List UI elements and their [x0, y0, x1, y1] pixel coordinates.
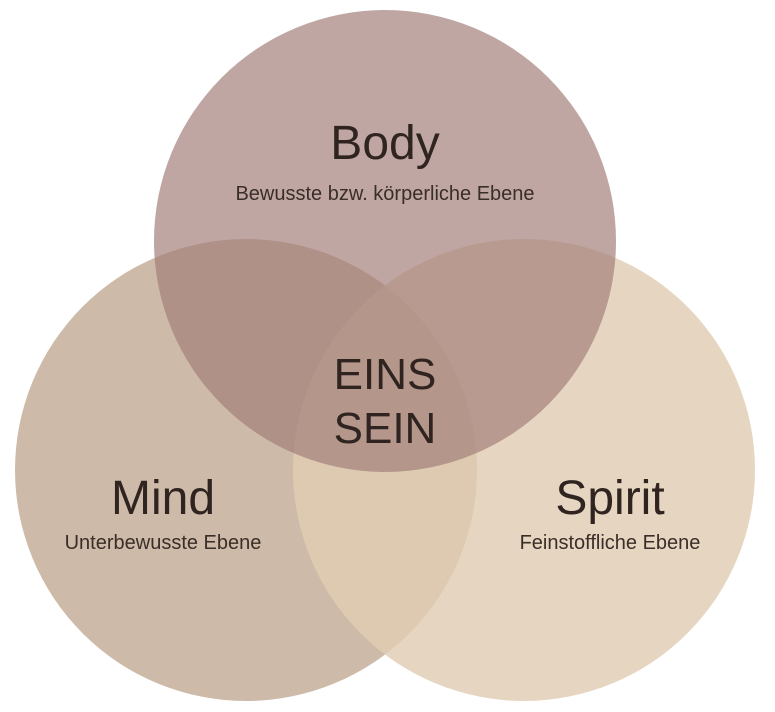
spirit-subtitle: Feinstoffliche Ebene [519, 532, 701, 554]
mind-subtitle: Unterbewusste Ebene [64, 532, 262, 554]
spirit-title: Spirit [555, 472, 665, 525]
body-title: Body [330, 117, 440, 170]
center-line-2: SEIN [333, 404, 437, 453]
mind-title: Mind [110, 472, 216, 525]
center-line-1: EINS [333, 350, 437, 399]
body-subtitle: Bewusste bzw. körperliche Ebene [235, 183, 535, 205]
body-circle [154, 10, 616, 472]
